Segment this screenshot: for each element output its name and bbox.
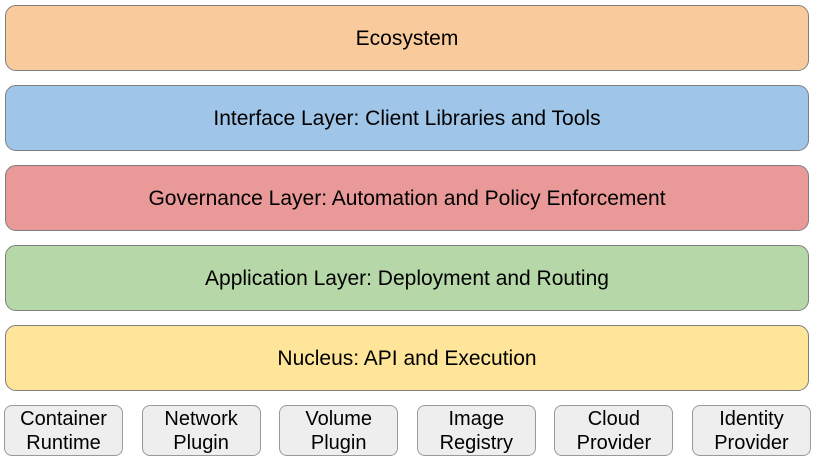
providers-row: Container Runtime Network Plugin Volume … (4, 405, 811, 456)
layer-ecosystem: Ecosystem (5, 5, 809, 71)
layer-interface-label: Interface Layer: Client Libraries and To… (213, 106, 601, 130)
layer-nucleus-label: Nucleus: API and Execution (277, 346, 537, 370)
layer-application-label: Application Layer: Deployment and Routin… (205, 266, 609, 290)
provider-cloud-provider-label: Cloud Provider (576, 407, 652, 454)
provider-network-plugin-label: Network Plugin (164, 407, 238, 454)
provider-volume-plugin: Volume Plugin (279, 405, 399, 456)
provider-container-runtime-label: Container Runtime (20, 407, 107, 454)
provider-volume-plugin-label: Volume Plugin (305, 407, 373, 454)
provider-cloud-provider: Cloud Provider (554, 405, 674, 456)
provider-image-registry-label: Image Registry (439, 407, 513, 454)
layer-interface: Interface Layer: Client Libraries and To… (5, 85, 809, 151)
provider-identity-provider-label: Identity Provider (714, 407, 789, 454)
layer-ecosystem-label: Ecosystem (355, 26, 459, 50)
provider-container-runtime: Container Runtime (4, 405, 123, 456)
layer-application: Application Layer: Deployment and Routin… (5, 245, 809, 311)
layer-governance: Governance Layer: Automation and Policy … (5, 165, 809, 231)
layer-nucleus: Nucleus: API and Execution (5, 325, 809, 391)
provider-network-plugin: Network Plugin (141, 405, 261, 456)
layer-governance-label: Governance Layer: Automation and Policy … (148, 186, 666, 210)
provider-identity-provider: Identity Provider (691, 405, 811, 456)
provider-image-registry: Image Registry (416, 405, 536, 456)
